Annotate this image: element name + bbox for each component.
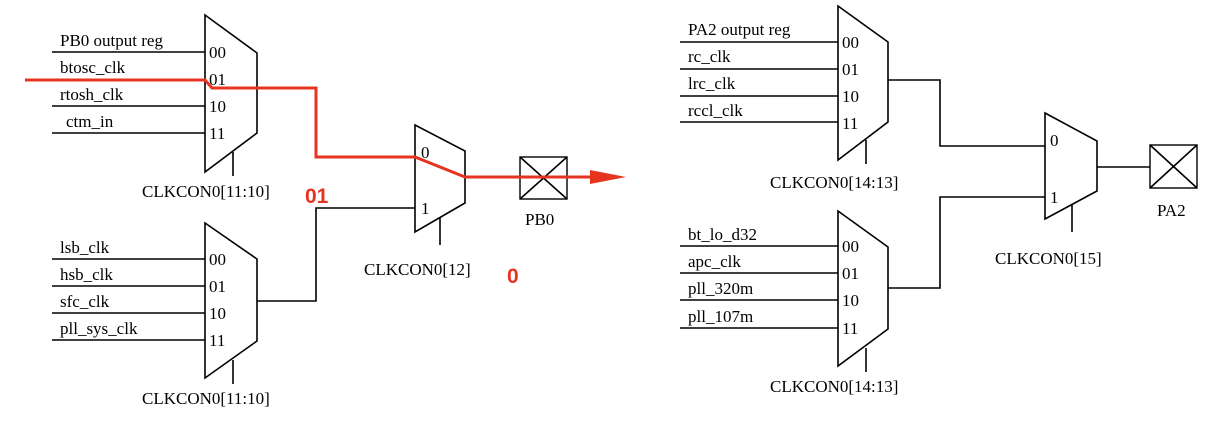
left-mux-a-input-0: PB0 output reg	[60, 31, 163, 50]
right-mux-a-input-2: lrc_clk	[688, 74, 736, 93]
highlight-path-line	[25, 78, 595, 179]
right-mux-b-port-1: 01	[842, 264, 859, 283]
right-mux-a-input-3: rccl_clk	[688, 101, 743, 120]
right-mux-a-port-0: 00	[842, 33, 859, 52]
left-mux-out-select-value: 0	[507, 265, 519, 288]
left-mux-b-to-out-wire	[257, 207, 415, 302]
left-mux-b-port-2: 10	[209, 304, 226, 323]
left-mux-a-input-3: ctm_in	[66, 112, 114, 131]
right-mux-b: bt_lo_d32 apc_clk pll_320m pll_107m 00 0…	[680, 209, 898, 396]
left-mux-a-port-1: 01	[209, 70, 226, 89]
right-mux-b-input-0: bt_lo_d32	[688, 225, 757, 244]
right-mux-a-port-1: 01	[842, 60, 859, 79]
left-mux-out-select: CLKCON0[12]	[364, 260, 471, 279]
left-mux-a-select: CLKCON0[11:10]	[142, 182, 270, 201]
left-mux-out-port-1: 1	[421, 199, 430, 218]
right-mux-a-port-3: 11	[842, 114, 858, 133]
right-mux-a-input-1: rc_clk	[688, 47, 731, 66]
right-mux-b-port-0: 00	[842, 237, 859, 256]
right-mux-b-input-2: pll_320m	[688, 279, 753, 298]
left-mux-b: lsb_clk hsb_clk sfc_clk pll_sys_clk 00 0…	[52, 221, 270, 408]
left-mux-out: 0 1 CLKCON0[12]	[257, 123, 471, 302]
left-pin-label: PB0	[525, 210, 554, 229]
left-mux-out-body	[414, 123, 466, 234]
left-mux-out-port-0: 0	[421, 143, 430, 162]
right-mux-a-input-0: PA2 output reg	[688, 20, 791, 39]
left-mux-b-select: CLKCON0[11:10]	[142, 389, 270, 408]
right-mux-out-port-0: 0	[1050, 131, 1059, 150]
right-mux-b-input-1: apc_clk	[688, 252, 741, 271]
left-mux-a-input-2: rtosh_clk	[60, 85, 124, 104]
left-mux-a-body	[204, 13, 258, 174]
right-mux-b-port-2: 10	[842, 291, 859, 310]
right-mux-a: PA2 output reg rc_clk lrc_clk rccl_clk 0…	[680, 4, 898, 192]
left-mux-b-input-1: hsb_clk	[60, 265, 113, 284]
left-pin: PB0	[519, 156, 568, 229]
highlight-arrow-icon	[590, 170, 626, 184]
left-mux-a-input-1: btosc_clk	[60, 58, 126, 77]
right-mux-a-body	[837, 4, 889, 162]
left-mux-b-input-0: lsb_clk	[60, 238, 110, 257]
right-mux-out-port-1: 1	[1050, 188, 1059, 207]
right-mux-out-body	[1044, 111, 1098, 221]
left-mux-a-port-3: 11	[209, 124, 225, 143]
left-mux-b-input-2: sfc_clk	[60, 292, 110, 311]
left-mux-b-port-0: 00	[209, 250, 226, 269]
right-mux-b-body	[837, 209, 889, 368]
right-mux-b-select: CLKCON0[14:13]	[770, 377, 898, 396]
left-mux-a-port-2: 10	[209, 97, 226, 116]
right-mux-b-port-3: 11	[842, 319, 858, 338]
right-mux-b-to-out-wire	[888, 196, 1045, 289]
right-mux-out-select: CLKCON0[15]	[995, 249, 1102, 268]
left-highlight-path: 01 0	[25, 78, 626, 288]
right-pin-label: PA2	[1157, 201, 1186, 220]
right-mux-a-select: CLKCON0[14:13]	[770, 173, 898, 192]
right-mux-out: 0 1 CLKCON0[15]	[888, 79, 1150, 289]
right-mux-a-port-2: 10	[842, 87, 859, 106]
left-mux-a-port-0: 00	[209, 43, 226, 62]
left-mux-a: PB0 output reg btosc_clk rtosh_clk ctm_i…	[52, 13, 270, 201]
right-mux-a-to-out-wire	[888, 79, 1045, 147]
right-pin-pad-cross-2	[1149, 144, 1198, 189]
left-mux-b-body	[204, 221, 258, 380]
left-mux-a-select-value: 01	[305, 185, 329, 208]
left-mux-b-port-1: 01	[209, 277, 226, 296]
left-mux-b-input-3: pll_sys_clk	[60, 319, 138, 338]
right-pin: PA2	[1149, 144, 1198, 220]
left-mux-b-port-3: 11	[209, 331, 225, 350]
right-mux-b-input-3: pll_107m	[688, 307, 753, 326]
